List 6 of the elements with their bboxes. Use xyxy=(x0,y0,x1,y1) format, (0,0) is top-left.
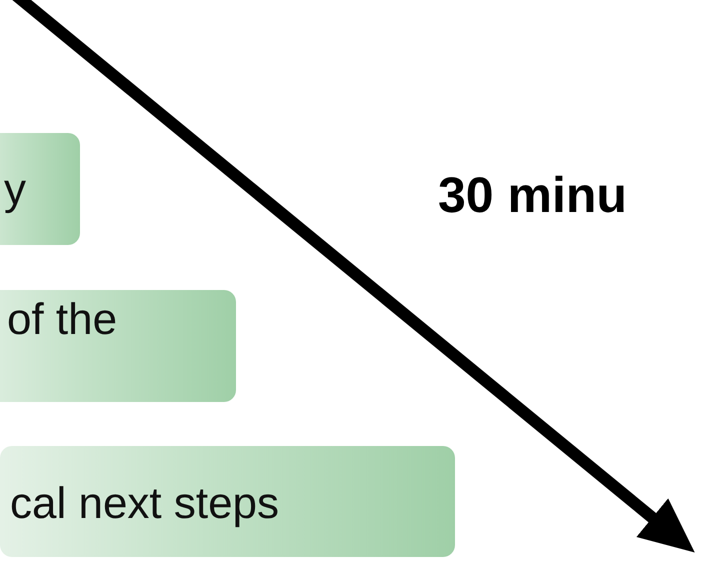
duration-label: 30 minu xyxy=(438,170,627,220)
step-box xyxy=(0,290,236,402)
step-box xyxy=(0,446,455,557)
step-text: y xyxy=(4,168,26,212)
step-text: cal next steps xyxy=(10,482,280,526)
step-text: of the xyxy=(7,298,118,342)
